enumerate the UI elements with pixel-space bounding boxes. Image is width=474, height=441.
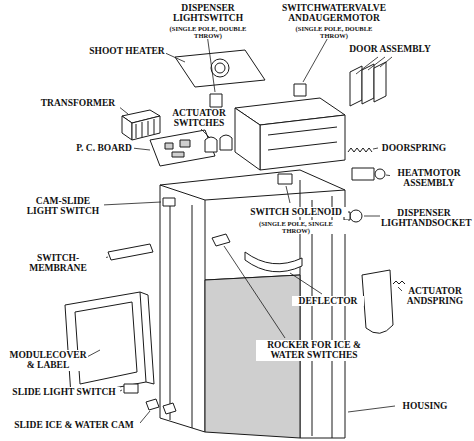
part-label: SLIDE LIGHT SWITCH — [8, 387, 120, 397]
part-label: DISPENSER LIGHTSWITCH — [168, 3, 248, 24]
part-label: SHOOT HEATER — [88, 46, 166, 56]
transformer — [122, 110, 160, 140]
switch-membrane — [108, 244, 153, 260]
switch-solenoid — [278, 174, 292, 184]
part-label: SWITCH SOLENOID — [244, 207, 348, 217]
part-label: DOOR ASSEMBLY — [342, 44, 438, 54]
part-label: TRANSFORMER — [36, 98, 120, 108]
part-label: MODULECOVER & LABEL — [8, 350, 88, 371]
heatmotor-assembly — [352, 168, 385, 180]
deflector — [245, 252, 302, 272]
part-label: HOUSING — [395, 401, 455, 411]
dispenser-light-switch — [210, 94, 222, 107]
cam-slide-light-switch — [163, 198, 175, 206]
part-label: CAM-SLIDE LIGHT SWITCH — [22, 196, 104, 217]
part-label: HEATMOTOR ASSEMBLY — [390, 168, 468, 189]
part-label: (SINGLE POLE, DOUBLE THROW) — [158, 25, 258, 39]
part-label: SWITCHWATERVALVE ANDAUGERMOTOR — [280, 3, 388, 24]
part-label: SWITCH-MEMBRANE — [10, 253, 106, 274]
water-valve-switch — [294, 84, 306, 96]
part-label: DOORSPRING — [378, 143, 450, 153]
part-label: (SINGLE POLE, SINGLE THROW) — [244, 220, 348, 234]
slide-cam — [146, 399, 176, 414]
module-cover — [65, 292, 154, 396]
part-label: SLIDE ICE & WATER CAM — [8, 420, 140, 430]
door-assembly — [350, 62, 386, 106]
part-label: ROCKER FOR ICE & WATER SWITCHES — [256, 340, 372, 361]
shoot-heater — [175, 50, 265, 87]
part-label: ACTUATOR ANDSPRING — [402, 286, 468, 307]
part-label: P. C. BOARD — [74, 143, 134, 153]
actuator-and-spring — [362, 270, 405, 333]
slide-light-switch — [124, 384, 138, 393]
part-label: DEFLECTOR — [292, 296, 364, 306]
part-label: DISPENSER LIGHTANDSOCKET — [380, 208, 468, 229]
dispenser-body — [235, 98, 345, 170]
rocker — [212, 234, 230, 246]
door-spring — [348, 148, 372, 152]
leader-lines — [85, 34, 403, 423]
part-label: (SINGLE POLE, DOUBLE THROW) — [284, 25, 384, 39]
part-label: ACTUATOR SWITCHES — [168, 108, 230, 129]
